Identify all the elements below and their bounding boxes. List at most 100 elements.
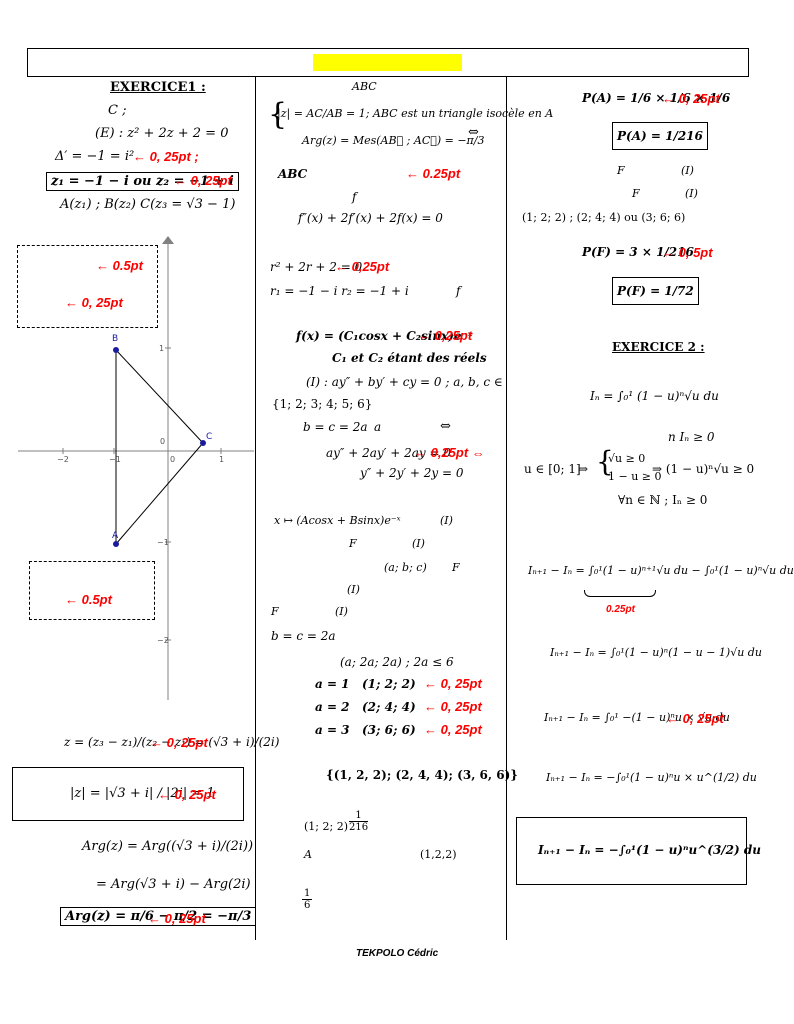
general-solution: f(x) = (C₁cosx + C₂sinx)e⁻ˣ <box>296 329 473 343</box>
x-tick-0: 0 <box>170 455 175 464</box>
x-tick-m2: −2 <box>57 455 69 464</box>
points-roots: ← 0, 25pt <box>174 173 232 188</box>
difference-final: Iₙ₊₁ − Iₙ = −∫₀¹(1 − u)ⁿu^(3/2) du <box>538 843 761 857</box>
system-brace: { <box>268 97 288 132</box>
column-divider-2 <box>506 76 507 940</box>
box1-points-2: ← 0, 25pt <box>65 295 123 310</box>
row-a1-points: ← 0, 25pt <box>424 676 482 691</box>
arg-line-1: Arg(z) = Arg((√3 + i)/(2i)) <box>82 839 254 854</box>
A-label: A <box>304 848 312 861</box>
row-a3-points: ← 0, 25pt <box>424 722 482 737</box>
points-modulus: ← 0, 25pt <box>158 787 216 802</box>
point-C <box>200 440 206 446</box>
points-z: ← 0, 25pt <box>150 735 208 750</box>
I-label-2: (I) <box>412 537 425 550</box>
prob-F: P(F) = 3 × 1/216 <box>582 245 694 259</box>
underbrace <box>584 590 656 597</box>
sys-sqrt-u: √u ≥ 0 <box>608 452 646 465</box>
I-label-b: (I) <box>685 187 698 200</box>
I-label-3: (I) <box>347 583 360 596</box>
In-definition: Iₙ = ∫₀¹ (1 − u)ⁿ√u du <box>590 389 719 403</box>
modulus-z: |z| = |√3 + i| / |2i| = 1 <box>70 786 215 801</box>
points-delta: ← 0, 25pt ; <box>133 149 199 164</box>
condition: (a; 2a; 2a) ; 2a ≤ 6 <box>340 655 454 669</box>
points-arg: ← 0, 25pt <box>148 911 206 926</box>
I-label-4: (I) <box>335 605 348 618</box>
row-a3-a: a = 3 <box>315 723 350 737</box>
y-tick-1: 1 <box>159 344 164 353</box>
dashed-box-2 <box>29 561 155 620</box>
difference-1: Iₙ₊₁ − Iₙ = ∫₀¹(1 − u)ⁿ⁺¹√u du − ∫₀¹(1 −… <box>528 564 794 577</box>
c-line: C ; <box>108 103 127 118</box>
modulus-box <box>12 767 244 821</box>
complex-plane-graph: B A C −2 −1 0 1 1 −1 −2 0 <box>18 236 254 700</box>
points-solution: ← 0,25pt <box>418 328 473 343</box>
row-a1-a: a = 1 <box>315 677 350 691</box>
points-prob-A: ← 0, 25pt <box>662 91 720 106</box>
x-tick-m1: −1 <box>109 455 121 464</box>
box2-points: ← 0.5pt <box>65 592 112 607</box>
system-brace-2: { <box>596 445 614 478</box>
points-ode-a: ← 0,25pt ⇔ <box>414 445 485 460</box>
equivalence-2: ⇔ <box>440 419 451 434</box>
column-divider-1 <box>255 76 256 940</box>
mapping: x ↦ (Acosx + Bsinx)e⁻ˣ <box>274 514 401 527</box>
points-ABC: A(z₁) ; B(z₂) C(z₃ = √3 − 1) <box>60 197 236 212</box>
prob-fraction-num: 1 <box>349 810 369 822</box>
y-tick-m1: −1 <box>157 538 169 547</box>
sys-one-minus-u: 1 − u ≥ 0 <box>608 470 662 483</box>
x-tick-1: 1 <box>219 455 224 464</box>
box1-points-1: ← 0.5pt <box>96 258 143 273</box>
points-char: ← 0,25pt <box>335 259 390 274</box>
characteristic-eq: r² + 2r + 2 = 0 <box>270 260 363 274</box>
roots-box: z₁ = −1 − i ou z₂ = −1 + i <box>46 172 239 191</box>
system-line-2: Arg(z) = Mes(AB⃗ ; AC⃗) = −π/3 <box>302 134 485 147</box>
dashed-box-1 <box>17 245 158 328</box>
row-a1-triple: (1; 2; 2) <box>362 677 416 691</box>
triples-list: (1; 2; 2) ; (2; 4; 4) ou (3; 6; 6) <box>522 211 686 224</box>
arg-result-box: Arg(z) = π/6 − π/2 = −π/3 <box>60 907 257 926</box>
solution-set: {(1, 2, 2); (2, 4, 4); (3, 6, 6)} <box>326 768 518 782</box>
final-result-box <box>516 817 747 885</box>
discriminant: Δ′ = −1 = i² <box>55 149 135 164</box>
implication: ⇒ (1 − u)ⁿ√u ≥ 0 <box>652 462 755 476</box>
row-a2-a: a = 2 <box>315 700 350 714</box>
F-label-2: F <box>452 561 460 574</box>
F-label-b: F <box>632 187 640 200</box>
abc-label: ABC <box>352 80 377 93</box>
equivalence-1: ⇔ <box>468 125 479 140</box>
prob-A: P(A) = 1/6 × 1/6 × 1/6 <box>582 91 731 105</box>
ode-reduced: y″ + 2y′ + 2y = 0 <box>360 466 464 480</box>
implies-1: ⇒ <box>578 462 589 476</box>
F-label-3: F <box>271 605 279 618</box>
points-brace: 0.25pt <box>606 604 635 615</box>
exercise2-title: EXERCICE 2 : <box>612 340 705 354</box>
segment-AC <box>115 442 204 545</box>
label-B: B <box>112 334 118 344</box>
header-box <box>27 48 749 77</box>
b-equals-c-2: b = c = 2a <box>271 629 336 643</box>
y-tick-m2: −2 <box>157 636 169 645</box>
row-a2-triple: (2; 4; 4) <box>362 700 416 714</box>
system-line-1: |z| = AC/AB = 1; ABC est un triangle iso… <box>277 107 554 120</box>
small-fraction-den: 6 <box>304 900 311 911</box>
set-values: {1; 2; 3; 4; 5; 6} <box>272 397 373 411</box>
segment-BC <box>115 349 204 444</box>
footer-signature: TEKPOLO Cédric <box>356 948 439 959</box>
f-label: f <box>352 190 357 204</box>
I-label-a: (I) <box>681 164 694 177</box>
F-label-1: F <box>349 537 357 550</box>
small-fraction-num: 1 <box>302 888 313 900</box>
points-abc: ← 0.25pt <box>406 166 461 181</box>
constants-line: C₁ et C₂ étant des réels <box>332 351 487 365</box>
equation-E: (E) : z² + 2z + 2 = 0 <box>95 126 229 141</box>
b-equals-c: b = c = 2a <box>303 420 368 434</box>
a-word: a <box>374 420 382 434</box>
header-highlight <box>313 54 462 71</box>
f-label-2: f <box>456 284 461 298</box>
prob-fraction-den: 216 <box>349 822 369 833</box>
triple-122-b: (1,2,2) <box>420 848 457 861</box>
char-roots: r₁ = −1 − i r₂ = −1 + i <box>270 284 409 298</box>
points-diff3: ← 0, 25pt <box>666 711 724 726</box>
